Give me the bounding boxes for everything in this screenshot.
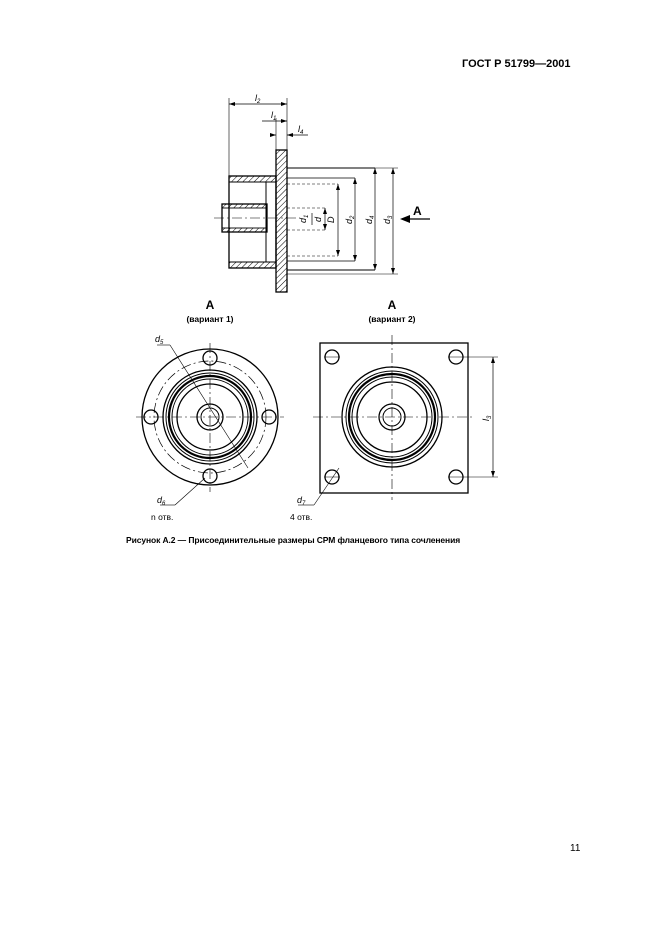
page-number: 11 [570,843,581,854]
dim-l1-label: l1 [271,110,276,122]
dim-d7-label: d7 [297,495,306,507]
view1-variant: (вариант 1) [186,314,233,324]
view-a-variant-1 [136,343,284,506]
view2-letter: А [388,298,397,312]
dim-d-label: d [313,216,323,222]
side-section-view [214,98,430,293]
dim-d2-label: d2 [344,215,356,224]
dim-d5-label: d5 [155,334,164,346]
dim-l4-label: l4 [298,124,304,136]
dim-d4-label: d4 [364,215,376,224]
figure-caption: Рисунок А.2 — Присоединительные размеры … [126,535,461,545]
dim-d6-label: d6 [157,495,166,507]
dim-d3-label: d3 [382,215,394,224]
view1-holes-count: n отв. [151,512,173,522]
dim-l3-label: l3 [481,415,493,421]
document-code: ГОСТ Р 51799—2001 [462,58,571,70]
dim-l2-label: l2 [255,93,261,105]
technical-drawing: l2 l1 l4 d1 d D d2 d4 d3 А А (вариан [136,93,498,522]
dim-D-label: D [326,216,336,223]
view-a-variant-2 [298,335,498,506]
view2-variant: (вариант 2) [368,314,415,324]
dim-d1-label: d1 [298,215,310,223]
view1-letter: А [206,298,215,312]
view-arrow-label: А [413,204,422,218]
view2-holes-count: 4 отв. [290,512,312,522]
